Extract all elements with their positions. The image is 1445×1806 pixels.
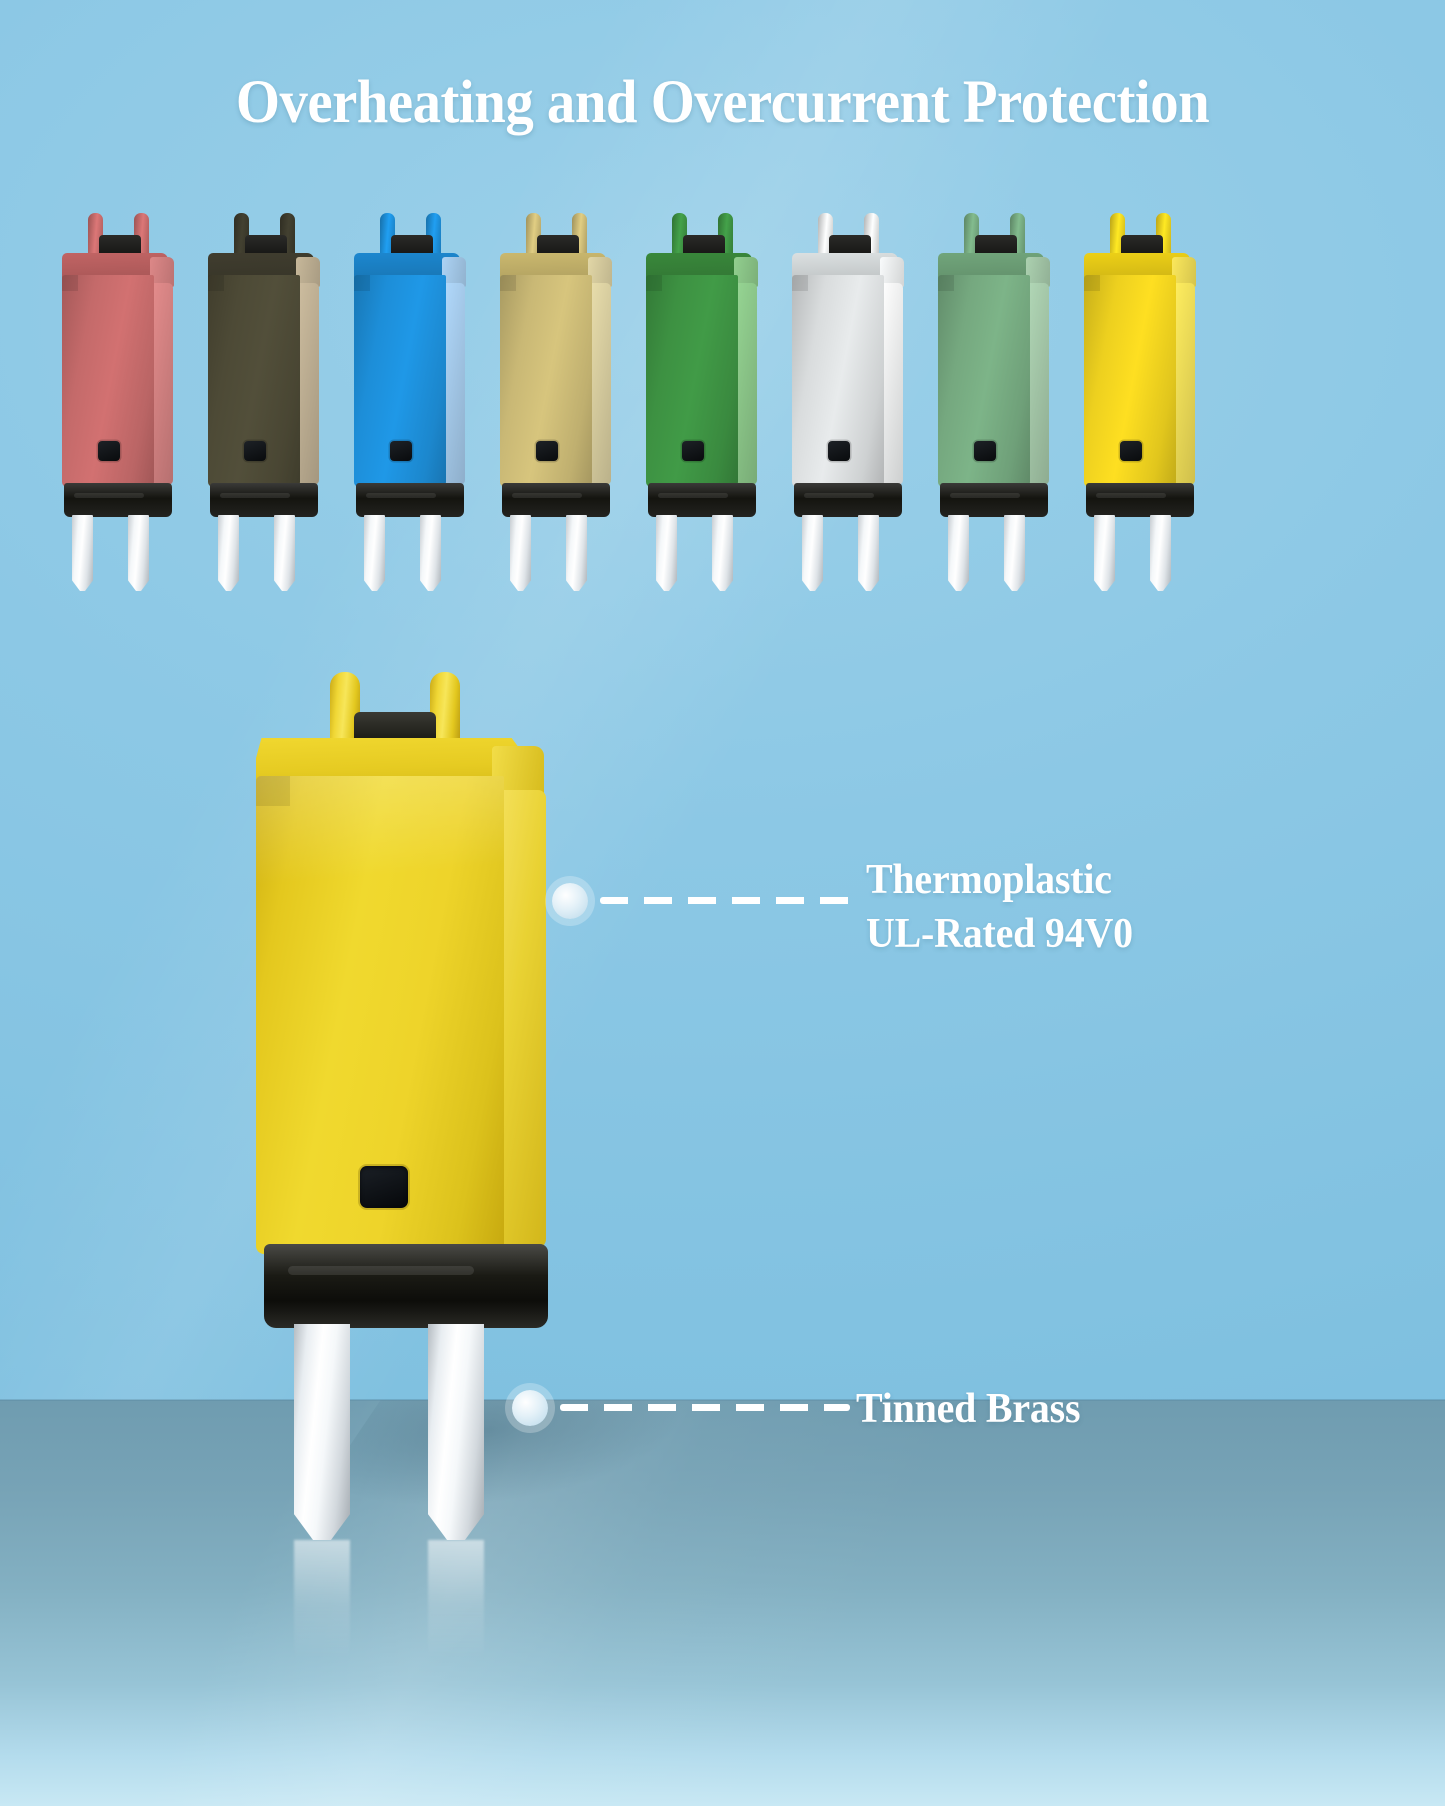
top-cap <box>975 235 1017 257</box>
body-side <box>882 283 903 485</box>
body-side <box>298 283 319 485</box>
body-notch <box>354 275 370 291</box>
breaker-color-row <box>0 0 1445 600</box>
background-floor <box>0 1400 1445 1806</box>
callout-label-thermoplastic-line1: Thermoplastic <box>866 857 1112 903</box>
breaker-dusty-rose <box>58 213 176 591</box>
breaker-white <box>788 213 906 591</box>
reset-window <box>828 441 850 461</box>
callout-label-thermoplastic-line2: UL-Rated 94V0 <box>866 911 1133 957</box>
callout-dot-thermoplastic <box>552 883 588 919</box>
body-notch <box>646 275 662 291</box>
body-notch <box>208 275 224 291</box>
black-base <box>1086 483 1194 517</box>
body-notch <box>792 275 808 291</box>
reset-window <box>974 441 996 461</box>
blade-left <box>218 515 239 591</box>
reset-window <box>390 441 412 461</box>
reset-window <box>244 441 266 461</box>
breaker-yellow <box>1080 213 1198 591</box>
callout-dot-tinned-brass <box>512 1390 548 1426</box>
callout-line-thermoplastic <box>600 897 852 904</box>
hero-black-base <box>264 1244 548 1328</box>
black-base <box>64 483 172 517</box>
blade-left <box>510 515 531 591</box>
breaker-khaki-tan <box>496 213 614 591</box>
hero-blade-left <box>294 1324 350 1540</box>
lid-side <box>150 257 174 287</box>
page-title: Overheating and Overcurrent Protection <box>235 69 1210 136</box>
reset-window <box>536 441 558 461</box>
top-cap <box>683 235 725 257</box>
reset-window <box>682 441 704 461</box>
breaker-blue <box>350 213 468 591</box>
body-notch <box>500 275 516 291</box>
blade-right <box>858 515 879 591</box>
lid-side <box>734 257 758 287</box>
blade-left <box>1094 515 1115 591</box>
black-base <box>210 483 318 517</box>
black-base <box>502 483 610 517</box>
lid-side <box>588 257 612 287</box>
body-notch <box>938 275 954 291</box>
lid-side <box>442 257 466 287</box>
hero-body-notch <box>256 776 290 806</box>
blade-right <box>566 515 587 591</box>
blade-right <box>128 515 149 591</box>
top-cap <box>1121 235 1163 257</box>
hero-blade-right <box>428 1324 484 1540</box>
top-cap <box>245 235 287 257</box>
top-cap <box>391 235 433 257</box>
black-base <box>794 483 902 517</box>
callout-label-tinned-brass: Tinned Brass <box>856 1386 1081 1432</box>
lid-side <box>1172 257 1196 287</box>
black-base <box>648 483 756 517</box>
body-side <box>1028 283 1049 485</box>
reset-window <box>1120 441 1142 461</box>
blade-left <box>802 515 823 591</box>
blade-right <box>274 515 295 591</box>
body-side <box>736 283 757 485</box>
callout-line-tinned-brass <box>560 1404 850 1411</box>
body-side <box>152 283 173 485</box>
hero-body-side <box>500 790 546 1248</box>
top-cap <box>99 235 141 257</box>
blade-right <box>1004 515 1025 591</box>
blade-right <box>1150 515 1171 591</box>
body-side <box>1174 283 1195 485</box>
body-notch <box>62 275 78 291</box>
body-notch <box>1084 275 1100 291</box>
lid-side <box>296 257 320 287</box>
lid-side <box>880 257 904 287</box>
blade-left <box>72 515 93 591</box>
blade-left <box>364 515 385 591</box>
blade-left <box>948 515 969 591</box>
top-cap <box>537 235 579 257</box>
breaker-olive-brown <box>204 213 322 591</box>
top-cap <box>829 235 871 257</box>
hero-circuit-breaker <box>252 672 560 1552</box>
hero-reset-window <box>360 1166 408 1208</box>
blade-right <box>712 515 733 591</box>
black-base <box>940 483 1048 517</box>
lid-side <box>1026 257 1050 287</box>
breaker-sage-green <box>934 213 1052 591</box>
horizon-line <box>0 1399 1445 1401</box>
body-side <box>590 283 611 485</box>
blade-right <box>420 515 441 591</box>
reset-window <box>98 441 120 461</box>
blade-left <box>656 515 677 591</box>
body-side <box>444 283 465 485</box>
black-base <box>356 483 464 517</box>
breaker-green <box>642 213 760 591</box>
